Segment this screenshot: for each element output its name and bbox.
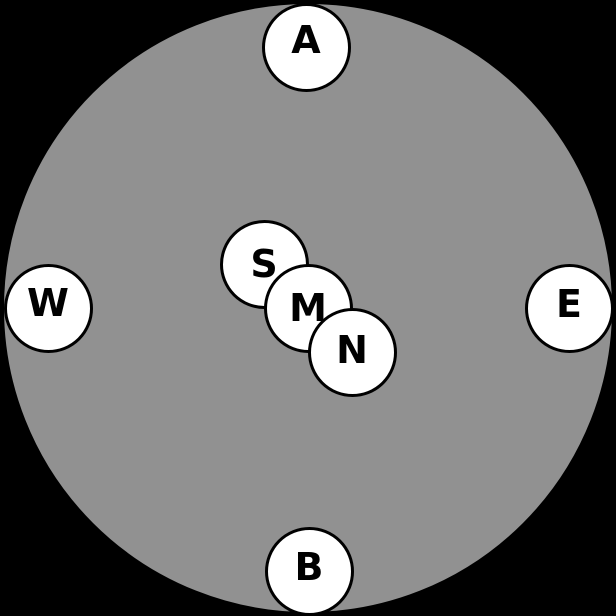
node-label: S: [250, 242, 278, 286]
node-w[interactable]: W: [3, 263, 93, 353]
node-label: B: [294, 545, 324, 589]
node-m[interactable]: M: [263, 263, 353, 353]
node-label: W: [27, 281, 69, 325]
node-s[interactable]: S: [219, 219, 309, 309]
node-b[interactable]: B: [264, 526, 354, 616]
node-label: E: [556, 282, 582, 326]
node-label: A: [291, 18, 321, 62]
node-a[interactable]: A: [261, 2, 351, 92]
node-n[interactable]: N: [307, 307, 397, 397]
node-e[interactable]: E: [524, 263, 614, 353]
node-label: N: [336, 328, 368, 372]
